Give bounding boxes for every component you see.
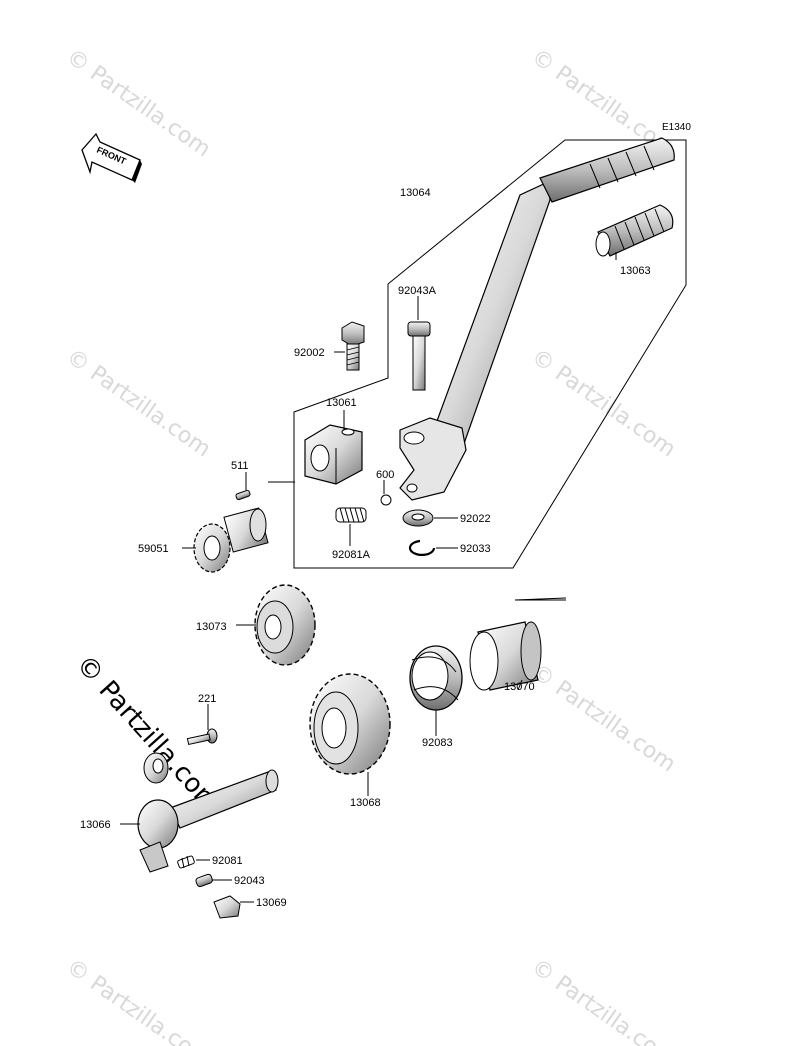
part-label-13070: 13070: [504, 681, 535, 693]
ratchet-spring: [409, 645, 463, 711]
pivot-bolt: [407, 321, 431, 391]
part-label-92002: 92002: [294, 347, 325, 359]
clamp-bolt: [341, 321, 365, 371]
part-label-221: 221: [198, 693, 216, 705]
part-label-92033: 92033: [460, 543, 491, 555]
part-label-92083: 92083: [422, 737, 453, 749]
kick-lever: [399, 137, 675, 501]
screw: [186, 728, 218, 746]
part-label-13068: 13068: [350, 797, 381, 809]
pin: [195, 873, 213, 888]
part-label-13069: 13069: [256, 897, 287, 909]
part-labels: 13064 13063 92043A 92002 13061 511 600 9…: [80, 187, 651, 909]
watermark: © Partzilla.com: [527, 344, 680, 462]
washer: [402, 509, 434, 527]
key-part: [235, 489, 251, 501]
part-label-13064: 13064: [400, 187, 431, 199]
steel-ball: [380, 494, 392, 506]
kick-shaft: [137, 769, 279, 873]
part-label-59051: 59051: [138, 543, 169, 555]
lever-holder: [304, 424, 363, 485]
watermark: © Partzilla.com: [62, 44, 215, 162]
watermark: © Partzilla.com: [527, 659, 680, 777]
diagram-code: E1340: [662, 122, 691, 133]
part-label-92043a: 92043A: [398, 285, 437, 297]
spring-a: [335, 507, 367, 523]
watermark-overlay: © Partzilla.com: [70, 650, 227, 819]
kick-rubber: [595, 204, 674, 257]
kick-gear: [254, 584, 316, 666]
assembly-frame: [268, 139, 687, 601]
watermark: © Partzilla.com: [62, 954, 215, 1046]
watermark: © Partzilla.com: [527, 954, 680, 1046]
part-label-600: 600: [376, 469, 394, 481]
spring: [177, 855, 195, 869]
circlip: [408, 539, 436, 556]
part-label-13073: 13073: [196, 621, 227, 633]
part-label-92081a: 92081A: [332, 549, 371, 561]
watermark: © Partzilla.com: [62, 344, 215, 462]
part-label-13063: 13063: [620, 265, 651, 277]
part-label-13066: 13066: [80, 819, 111, 831]
leader-lines: [120, 252, 617, 903]
stopper: [213, 895, 241, 919]
part-label-92081: 92081: [212, 855, 243, 867]
ratchet-gear: [309, 673, 391, 775]
part-label-511: 511: [231, 460, 249, 472]
part-label-92022: 92022: [460, 513, 491, 525]
kick-sleeve: [469, 621, 542, 691]
small-gear: [193, 507, 269, 573]
collar: [143, 752, 169, 784]
front-arrow-icon: FRONT: [81, 132, 142, 183]
part-label-13061: 13061: [326, 397, 357, 409]
part-label-92043: 92043: [234, 875, 265, 887]
